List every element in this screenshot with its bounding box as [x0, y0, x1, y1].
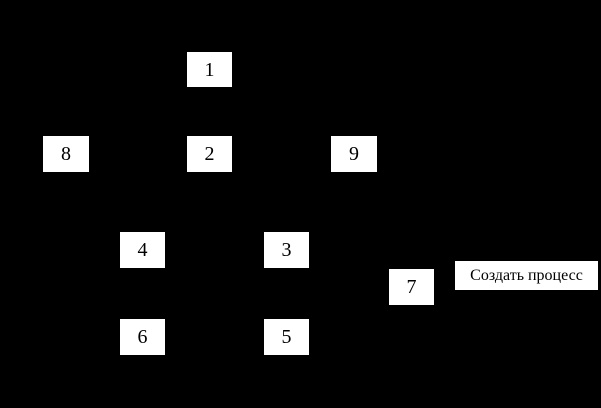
diagram-node-1: 1: [187, 52, 232, 87]
diagram-node-6: 6: [120, 319, 165, 355]
diagram-node-4: 4: [120, 232, 165, 268]
diagram-node-8: 8: [43, 136, 89, 172]
diagram-node-3: 3: [264, 232, 309, 268]
diagram-node-7: 7: [389, 269, 434, 305]
diagram-node-2: 2: [187, 136, 232, 172]
create-process-label: Создать процесс: [455, 261, 598, 290]
diagram-node-9: 9: [331, 136, 377, 172]
diagram-node-5: 5: [264, 319, 309, 355]
